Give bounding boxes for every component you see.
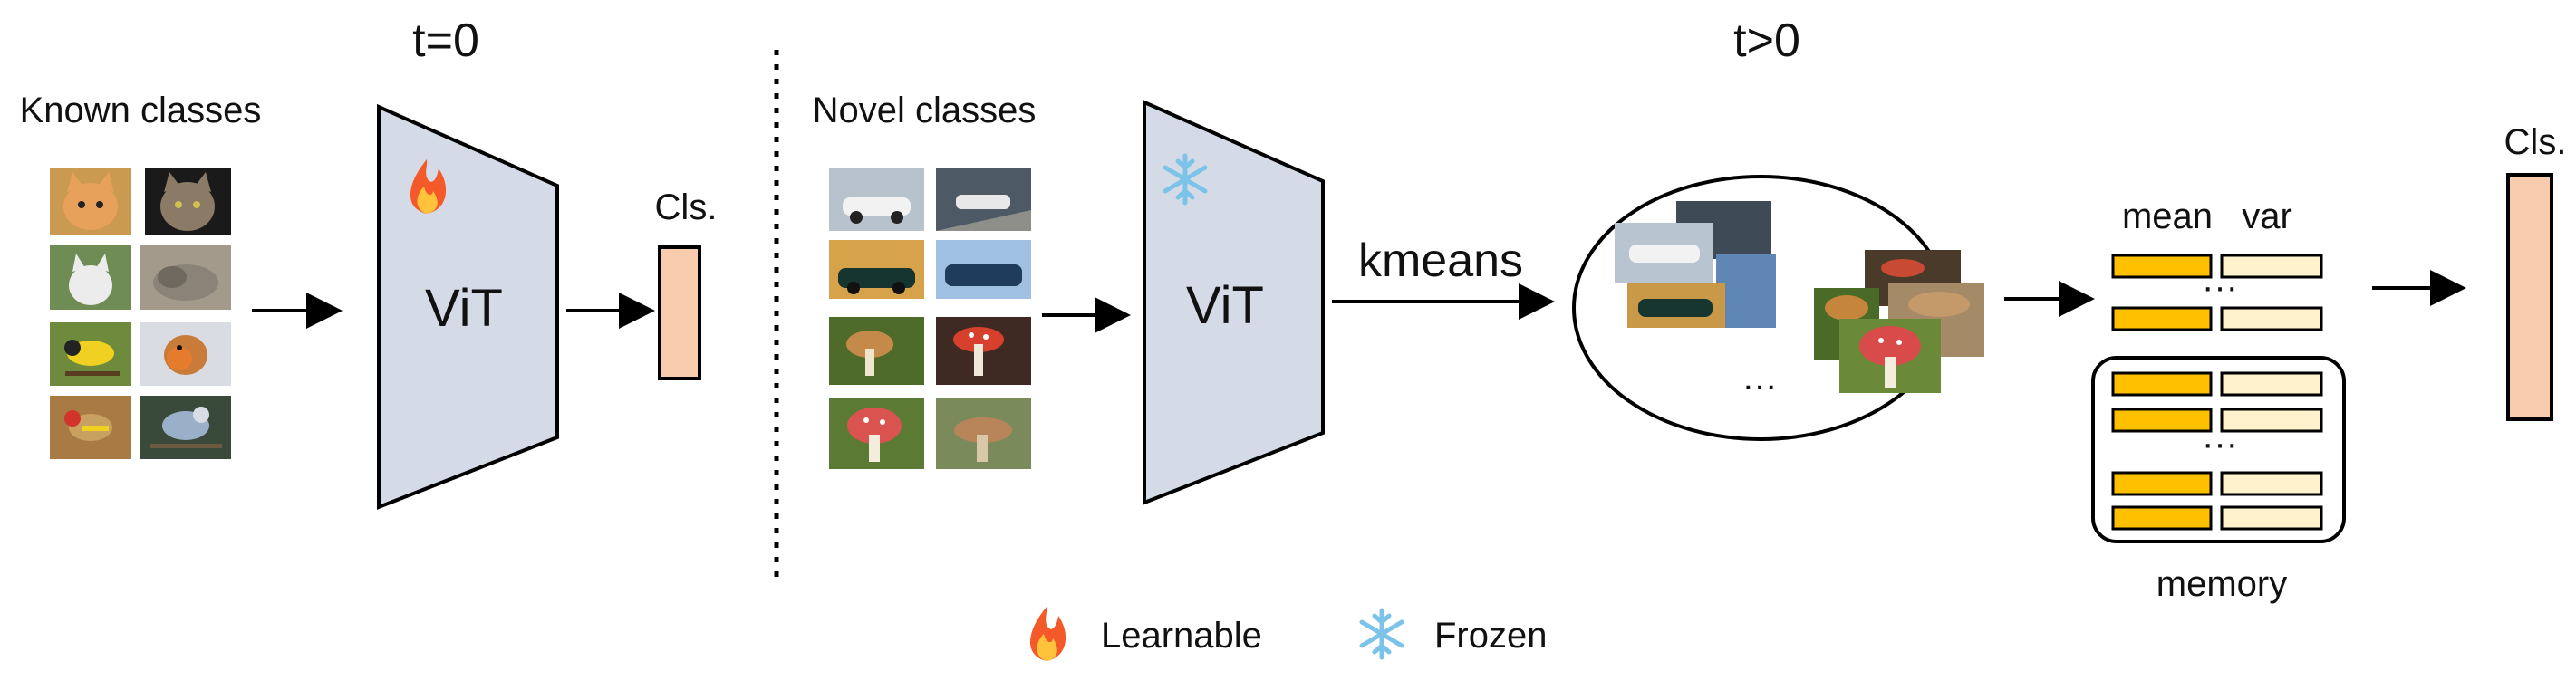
var-bar bbox=[2220, 306, 2323, 331]
mean-bar bbox=[2111, 471, 2213, 496]
vit-label-left: ViT bbox=[425, 279, 503, 338]
image-mushroom-1 bbox=[829, 317, 924, 385]
var-bar bbox=[2220, 408, 2323, 433]
mean-label: mean bbox=[2122, 197, 2213, 236]
vit-encoder-right bbox=[1143, 99, 1325, 505]
snowflake-icon bbox=[1163, 153, 1208, 206]
legend-snowflake-icon bbox=[1359, 608, 1404, 660]
vit-label-right: ViT bbox=[1186, 276, 1264, 335]
image-mushroom-3 bbox=[829, 398, 924, 469]
stage-right-title: t>0 bbox=[1733, 14, 1800, 67]
image-car-3 bbox=[829, 240, 924, 299]
cluster-mushroom-images bbox=[1814, 250, 1984, 393]
image-bird-3 bbox=[50, 396, 131, 459]
mean-bar bbox=[2111, 408, 2213, 433]
stage-left-title: t=0 bbox=[412, 14, 479, 67]
var-bar bbox=[2220, 505, 2323, 531]
current-stats: ··· bbox=[2111, 254, 2323, 331]
novel-image-grid bbox=[829, 168, 1031, 469]
image-car-4 bbox=[936, 240, 1031, 299]
image-mushroom-4 bbox=[936, 398, 1031, 469]
image-cat-2 bbox=[145, 168, 231, 235]
image-car-1 bbox=[829, 168, 924, 231]
cls-head-right bbox=[2506, 173, 2553, 421]
cluster-car-images bbox=[1615, 201, 1776, 328]
legend-learnable-label: Learnable bbox=[1101, 616, 1262, 656]
image-cat-1 bbox=[50, 168, 131, 235]
kmeans-label: kmeans bbox=[1358, 235, 1523, 287]
cls-label-left: Cls. bbox=[655, 187, 718, 227]
image-mushroom-2 bbox=[936, 317, 1031, 385]
cluster-ellipsis: … bbox=[1741, 358, 1778, 398]
image-cat-3 bbox=[50, 245, 131, 310]
cls-label-right: Cls. bbox=[2504, 122, 2567, 162]
var-label: var bbox=[2242, 197, 2292, 236]
memory-ellipsis: ··· bbox=[2202, 424, 2238, 464]
image-bird-1 bbox=[50, 322, 131, 386]
novel-classes-label: Novel classes bbox=[813, 91, 1037, 130]
legend-fire-icon bbox=[1029, 607, 1066, 661]
mean-bar bbox=[2111, 505, 2213, 531]
var-bar bbox=[2220, 371, 2323, 397]
stats-ellipsis: ··· bbox=[2202, 267, 2238, 307]
mean-bar bbox=[2111, 371, 2213, 397]
var-bar bbox=[2220, 471, 2323, 496]
cluster-ellipse: … bbox=[1572, 175, 1984, 441]
known-image-grid bbox=[50, 168, 231, 459]
memory-label: memory bbox=[2156, 564, 2287, 604]
fire-icon bbox=[410, 159, 447, 214]
image-car-2 bbox=[936, 168, 1031, 231]
cls-head-left bbox=[658, 245, 701, 380]
legend-frozen-label: Frozen bbox=[1434, 616, 1548, 656]
memory-bank: ··· bbox=[2091, 356, 2346, 543]
mean-bar bbox=[2111, 306, 2213, 331]
image-bird-2 bbox=[140, 322, 231, 386]
known-classes-label: Known classes bbox=[20, 91, 262, 130]
mean-bar bbox=[2111, 254, 2213, 279]
legend: Learnable Frozen bbox=[1029, 607, 1548, 661]
var-bar bbox=[2220, 254, 2323, 279]
image-bird-4 bbox=[140, 396, 231, 459]
image-cat-4 bbox=[140, 245, 231, 310]
